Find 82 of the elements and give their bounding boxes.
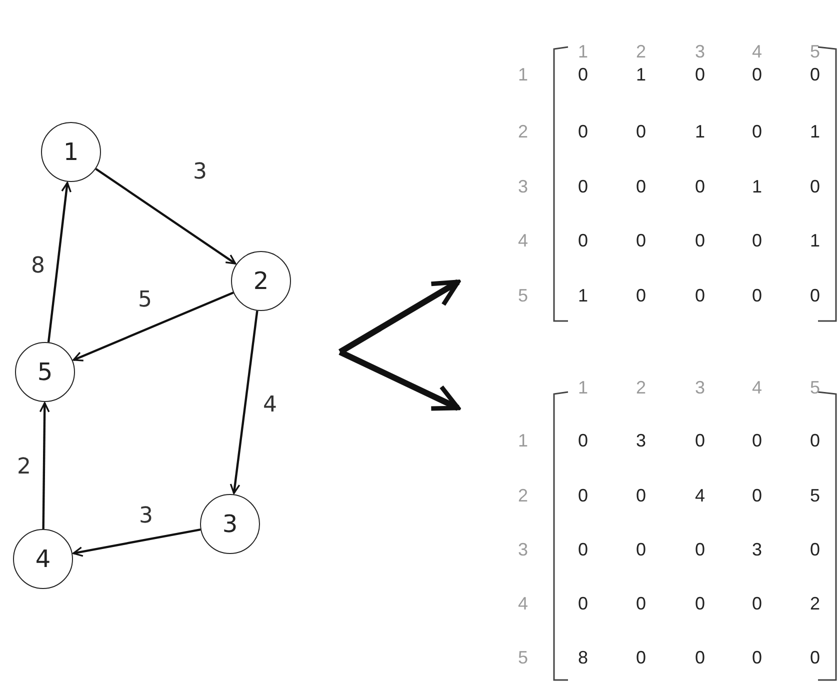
matrix-entry: 0	[578, 176, 588, 198]
graph-vertex: 5	[15, 342, 75, 402]
matrix-entry: 0	[695, 230, 705, 252]
row-index: 1	[518, 430, 528, 452]
matrix-entry: 0	[578, 230, 588, 252]
row-index: 2	[518, 122, 528, 142]
matrix-entry: 0	[810, 540, 820, 560]
graph-vertex: 1	[41, 122, 101, 182]
matrix-entry: 0	[695, 594, 705, 614]
arrow	[338, 349, 460, 411]
matrix-entry: 0	[578, 540, 588, 560]
matrix-entry: 1	[695, 122, 705, 142]
row-index: 5	[518, 648, 528, 668]
arrow	[230, 310, 258, 494]
column-index: 4	[752, 378, 762, 398]
matrix-entry: 0	[752, 64, 762, 86]
matrix-entry: 3	[636, 430, 646, 452]
matrix-entry: 0	[695, 286, 705, 306]
matrix-entry: 0	[636, 176, 646, 198]
matrix-entry: 0	[752, 430, 762, 452]
matrix-entry: 0	[695, 540, 705, 560]
graph-vertex: 3	[200, 494, 260, 554]
column-index: 1	[578, 42, 588, 62]
matrix-entry: 0	[636, 286, 646, 306]
arrow	[47, 182, 72, 342]
matrix-entry: 1	[810, 122, 820, 142]
matrix-entry: 0	[695, 176, 705, 198]
matrix-entry: 0	[810, 176, 820, 198]
row-index: 4	[518, 594, 528, 614]
column-index: 5	[810, 42, 820, 62]
matrix-entry: 1	[578, 286, 588, 306]
matrix-entry: 0	[578, 430, 588, 452]
matrix-entry: 0	[695, 430, 705, 452]
matrix-entry: 0	[636, 230, 646, 252]
arrow	[95, 168, 236, 264]
graph-vertex: 4	[13, 529, 73, 589]
column-index: 4	[752, 42, 762, 62]
matrix-entry: 0	[636, 594, 646, 614]
row-index: 1	[518, 64, 528, 86]
column-index: 1	[578, 378, 588, 398]
matrix-entry: 8	[578, 648, 588, 668]
graph-vertex: 2	[231, 251, 291, 311]
matrix-entry: 0	[810, 64, 820, 86]
matrix-entry: 0	[636, 540, 646, 560]
row-index: 3	[518, 540, 528, 560]
matrix-entry: 0	[752, 230, 762, 252]
matrix-entry: 3	[752, 540, 762, 560]
column-index: 3	[695, 42, 705, 62]
matrix-entry: 0	[578, 64, 588, 86]
matrix-entry: 1	[636, 64, 646, 86]
matrix-entry: 1	[810, 230, 820, 252]
arrow	[72, 528, 201, 557]
row-index: 3	[518, 176, 528, 198]
column-index: 2	[636, 42, 646, 62]
matrix-entry: 0	[752, 486, 762, 506]
matrix-entry: 0	[810, 430, 820, 452]
matrix-entry: 0	[810, 648, 820, 668]
matrix-entry: 0	[752, 286, 762, 306]
matrix-entry: 0	[752, 648, 762, 668]
arrow	[72, 292, 234, 362]
arrow	[39, 402, 50, 530]
matrix-entry: 0	[636, 122, 646, 142]
row-index: 4	[518, 230, 528, 252]
matrix-entry: 0	[578, 594, 588, 614]
matrix-entry: 0	[752, 594, 762, 614]
column-index: 3	[695, 378, 705, 398]
row-index: 2	[518, 486, 528, 506]
matrix-entry: 0	[695, 64, 705, 86]
column-index: 2	[636, 378, 646, 398]
matrix-entry: 0	[752, 122, 762, 142]
matrix-entry: 0	[578, 122, 588, 142]
matrix-entry: 1	[752, 176, 762, 198]
matrix-entry: 5	[810, 486, 820, 506]
matrix-entry: 4	[695, 486, 705, 506]
column-index: 5	[810, 378, 820, 398]
matrix-entry: 0	[578, 486, 588, 506]
matrix-entry: 0	[810, 286, 820, 306]
matrix-entry: 0	[636, 486, 646, 506]
matrix-entry: 2	[810, 594, 820, 614]
matrix-entry: 0	[695, 648, 705, 668]
matrix-entry: 0	[636, 648, 646, 668]
row-index: 5	[518, 286, 528, 306]
